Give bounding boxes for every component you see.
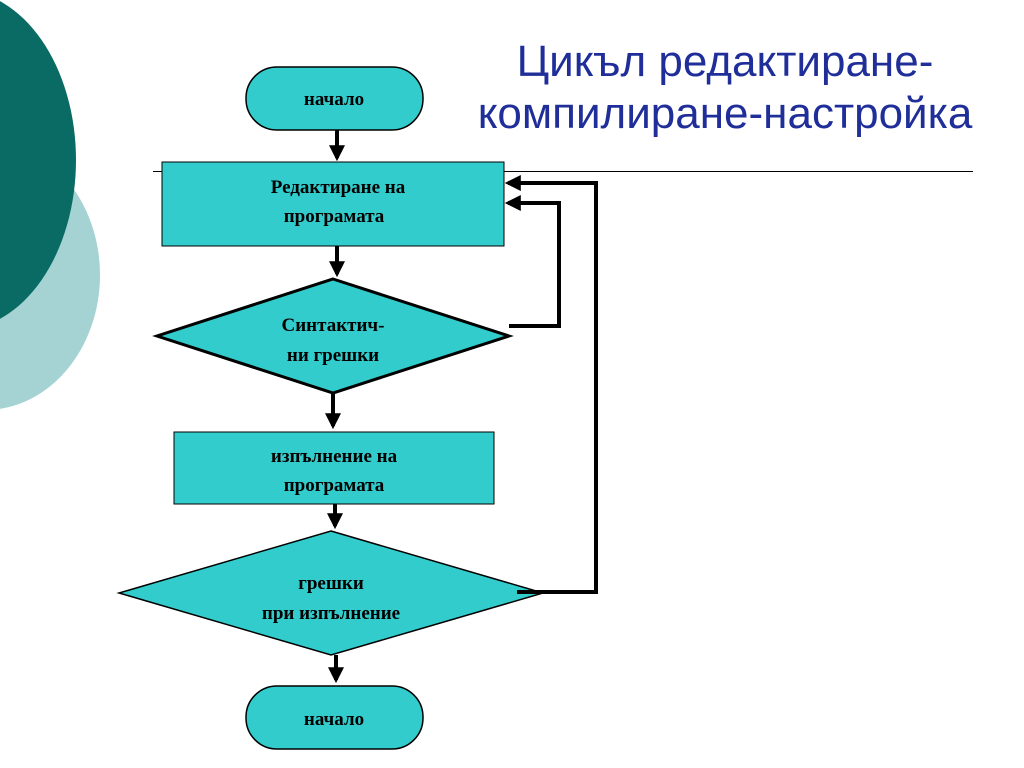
slide-title: Цикъл редактиране- компилиране-настройка bbox=[440, 36, 1010, 140]
start-node-label: начало bbox=[304, 89, 364, 110]
runtime-check-label-line-1: грешки bbox=[298, 573, 364, 594]
runtime-check-shape bbox=[116, 530, 546, 656]
edit-node: Редактиране на програмата bbox=[161, 161, 505, 247]
syntax-check-label-line-1: Синтактич- bbox=[282, 315, 385, 336]
execute-node: изпълнение на програмата bbox=[173, 431, 495, 505]
runtime-check-node: грешки при изпълнение bbox=[116, 530, 546, 656]
arrow-syntax-errors-loop-back bbox=[504, 195, 561, 328]
title-divider bbox=[153, 171, 973, 172]
start-node-shape bbox=[245, 66, 424, 131]
end-node-label: начало bbox=[304, 709, 364, 730]
syntax-check-node: Синтактич- ни грешки bbox=[152, 277, 514, 395]
end-node-shape bbox=[245, 685, 424, 750]
edit-node-label-line-1: Редактиране на bbox=[271, 177, 406, 198]
edit-node-label-line-2: програмата bbox=[284, 206, 385, 227]
runtime-check-label-line-2: при изпълнение bbox=[262, 603, 400, 624]
execute-node-shape bbox=[173, 431, 495, 505]
syntax-check-label-line-2: ни грешки bbox=[287, 345, 379, 366]
start-node: начало bbox=[245, 66, 424, 131]
execute-node-label-line-2: програмата bbox=[284, 475, 385, 496]
arrow-runtime-errors-loop-back bbox=[504, 175, 598, 594]
end-node: начало bbox=[245, 685, 424, 750]
execute-node-label-line-1: изпълнение на bbox=[271, 446, 398, 467]
slide-title-line-1: Цикъл редактиране- bbox=[516, 37, 934, 86]
slide-title-line-2: компилиране-настройка bbox=[477, 89, 973, 138]
edit-node-shape bbox=[161, 161, 505, 247]
syntax-check-shape bbox=[152, 277, 514, 395]
